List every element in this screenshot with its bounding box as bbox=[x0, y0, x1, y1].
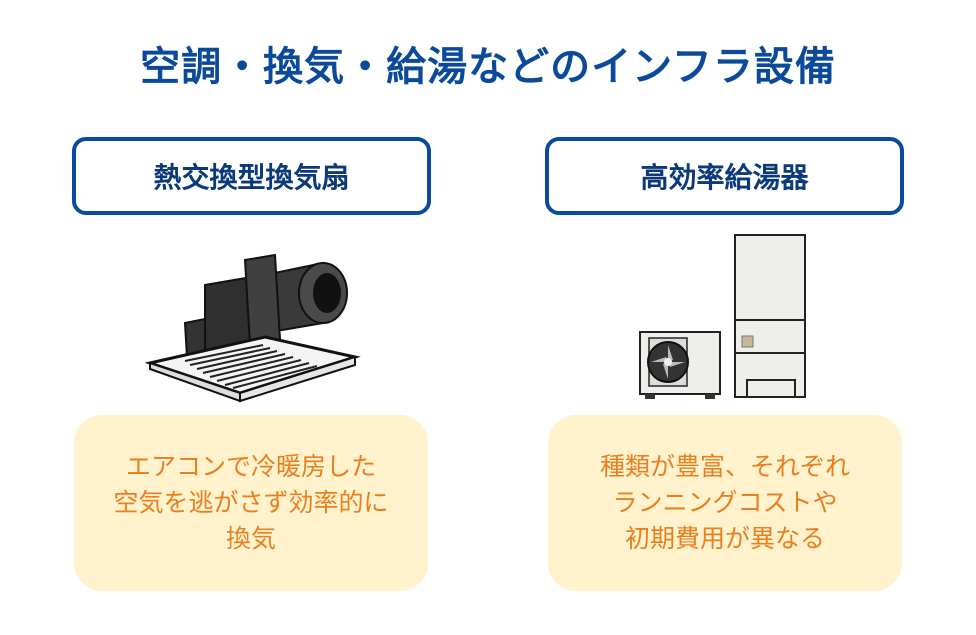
ventilation-fan-label: 熱交換型換気扇 bbox=[72, 137, 431, 215]
ventilation-fan-label-text: 熱交換型換気扇 bbox=[153, 161, 350, 194]
water-heater-label: 高効率給湯器 bbox=[545, 137, 904, 215]
ventilation-fan-description: エアコンで冷暖房した 空気を逃がさず効率的に 換気 bbox=[74, 415, 428, 591]
water-heater-description: 種類が豊富、それぞれ ランニングコストや 初期費用が異なる bbox=[548, 415, 902, 591]
water-heater-description-text: 種類が豊富、それぞれ ランニングコストや 初期費用が異なる bbox=[599, 452, 850, 553]
ventilation-fan-description-text: エアコンで冷暖房した 空気を逃がさず効率的に 換気 bbox=[113, 452, 389, 553]
water-heater-icon bbox=[639, 234, 806, 399]
ventilation-fan-icon bbox=[145, 253, 361, 403]
water-heater-label-text: 高効率給湯器 bbox=[640, 161, 809, 194]
page-title: 空調・換気・給湯などのインフラ設備 bbox=[140, 44, 836, 90]
